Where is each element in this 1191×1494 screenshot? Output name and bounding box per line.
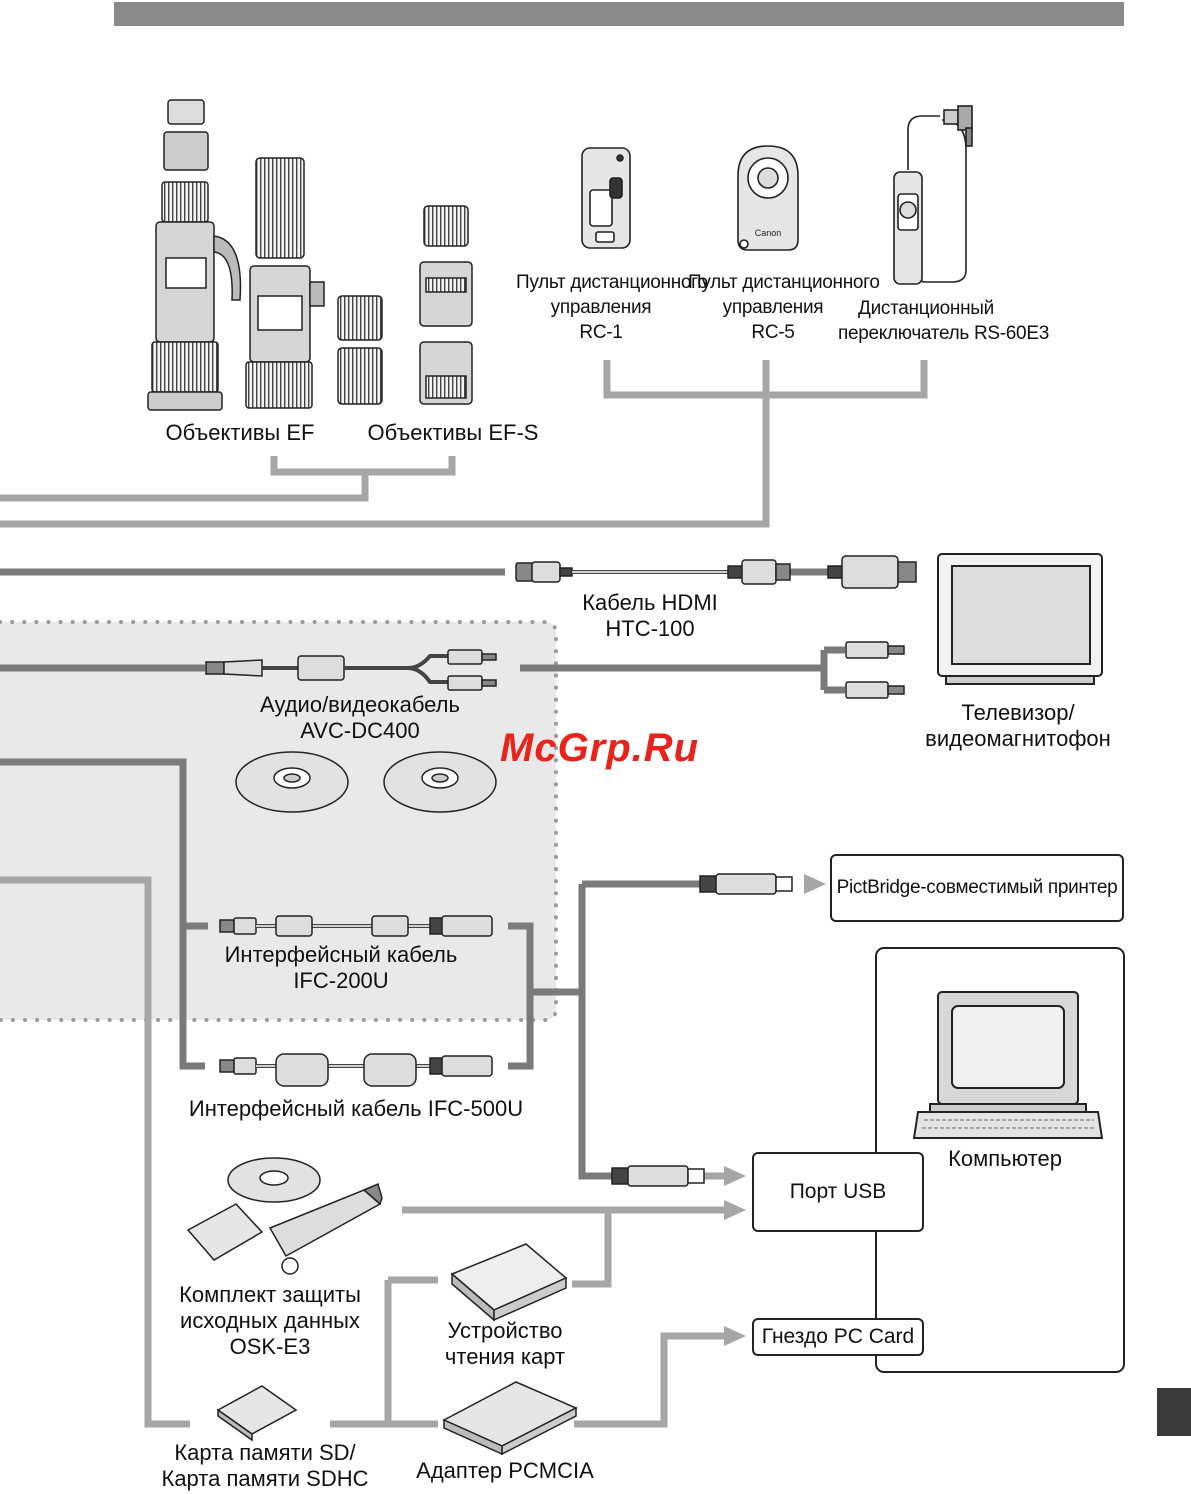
watermark: McGrp.Ru (500, 726, 700, 770)
hdmi-label-line1: Кабель HDMI (582, 590, 718, 615)
card-reader-illustration (450, 1243, 568, 1322)
av-cable-label: Аудио/видеокабель AVC-DC400 (240, 692, 480, 744)
tv-label: Телевизор/ видеомагнитофон (910, 700, 1126, 752)
computer-label: Компьютер (948, 1146, 1062, 1171)
ifc200u-label-line2: IFC-200U (293, 968, 389, 993)
rc5-brand-text: Canon (755, 228, 782, 238)
hdmi-label-line2: HTC-100 (605, 616, 695, 641)
rc1-label: Пульт дистанционного управления RC-1 (516, 270, 708, 345)
ef-lenses-illustration (147, 99, 383, 411)
osk-label-line2: исходных данных (180, 1308, 360, 1333)
arrowheads (724, 874, 826, 1346)
card-reader-label: Устройство чтения карт (420, 1318, 590, 1370)
rc1-label-line3: RC-1 (579, 322, 623, 343)
rc5-label-line2: управления (722, 297, 824, 318)
ifc200u-cable-illustration (219, 915, 493, 937)
ifc500u-label: Интерфейсный кабель IFC-500U (188, 1096, 524, 1121)
hdmi-cable-illustration (515, 555, 917, 589)
av-cable-illustration (205, 641, 905, 699)
rc5-label-line1: Пульт дистанционного (688, 272, 880, 293)
connector-lines (0, 360, 928, 1428)
rc5-label-line3: RC-5 (751, 322, 795, 343)
pcmcia-adapter-illustration (442, 1381, 578, 1456)
tv-illustration (937, 553, 1103, 685)
efs-lenses-illustration (419, 205, 473, 405)
av-label-line2: AVC-DC400 (300, 718, 420, 743)
usb-port-box: Порт USB (752, 1152, 924, 1232)
pcmcia-label: Адаптер PCMCIA (416, 1458, 594, 1483)
computer-illustration (912, 991, 1104, 1139)
hdmi-cable-label: Кабель HDMI HTC-100 (560, 590, 740, 642)
usb-plugs-illustration (611, 873, 793, 1187)
sd-card-label: Карта памяти SD/ Карта памяти SDHC (140, 1440, 390, 1492)
rc1-label-line2: управления (550, 297, 652, 318)
rs60e3-label-line1: Дистанционный (858, 298, 994, 319)
card-reader-label-line2: чтения карт (444, 1344, 566, 1369)
ifc200u-label-line1: Интерфейсный кабель (224, 942, 458, 967)
rc5-label: Пульт дистанционного управления RC-5 (688, 270, 880, 345)
tv-label-line1: Телевизор/ (961, 700, 1075, 725)
sd-card-illustration (216, 1385, 298, 1442)
osk-e3-kit-illustration (186, 1157, 383, 1275)
ifc500u-cable-illustration (219, 1053, 493, 1087)
pc-card-slot-box: Гнездо PC Card (752, 1318, 924, 1356)
osk-e3-label: Комплект защиты исходных данных OSK-E3 (150, 1282, 390, 1360)
rs60e3-label-line2: переключатель RS-60E3 (838, 323, 1049, 344)
card-reader-label-line1: Устройство (447, 1318, 563, 1343)
sd-label-line2: Карта памяти SDHC (161, 1466, 369, 1491)
ef-lenses-label: Объективы EF (165, 420, 315, 445)
rc1-remote-illustration (581, 147, 631, 249)
osk-label-line1: Комплект защиты (179, 1282, 361, 1307)
rs60e3-label: Дистанционный переключатель RS-60E3 (838, 296, 1049, 346)
rs60e3-switch-illustration (893, 105, 973, 285)
tv-label-line2: видеомагнитофон (925, 726, 1111, 751)
software-discs-illustration (235, 751, 497, 813)
software-panel (0, 620, 558, 1022)
osk-label-line3: OSK-E3 (229, 1334, 311, 1359)
efs-lenses-label: Объективы EF-S (367, 420, 539, 445)
ifc200u-label: Интерфейсный кабель IFC-200U (206, 942, 476, 994)
av-label-line1: Аудио/видеокабель (260, 692, 460, 717)
header-bar (114, 2, 1124, 26)
page-tab (1157, 1388, 1191, 1436)
pictbridge-printer-box: PictBridge-совместимый принтер (830, 854, 1124, 922)
rc1-label-line1: Пульт дистанционного (516, 272, 708, 293)
sd-label-line1: Карта памяти SD/ (174, 1440, 356, 1465)
rc5-remote-illustration (737, 145, 799, 251)
